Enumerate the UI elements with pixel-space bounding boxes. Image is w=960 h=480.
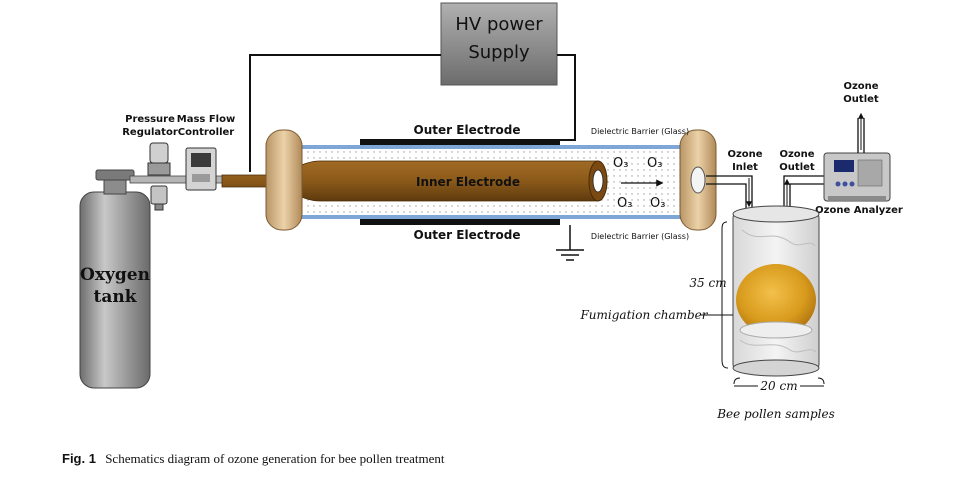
dielectric-barrier-bottom bbox=[300, 215, 690, 219]
ozone-tubing bbox=[706, 175, 828, 210]
ozone-symbol-4: O₃ bbox=[650, 196, 665, 211]
fumigation-chamber-label: Fumigation chamber bbox=[579, 308, 708, 322]
oxygen-tank: Oxygen tank bbox=[79, 169, 151, 389]
pressure-regulator-label-line2: Regulator bbox=[122, 127, 178, 138]
dielectric-top-label: Dielectric Barrier (Glass) bbox=[591, 127, 689, 136]
hv-supply-label-line1: HV power bbox=[455, 14, 543, 35]
mass-flow-controller: Mass Flow Controller bbox=[177, 114, 235, 191]
ozone-symbol-3: O₃ bbox=[617, 196, 632, 211]
oxygen-tank-label-line2: tank bbox=[93, 287, 137, 307]
ozone-symbol-1: O₃ bbox=[613, 156, 628, 171]
ozone-symbols: O₃ O₃ O₃ O₃ bbox=[613, 156, 665, 211]
outer-electrode-top-label: Outer Electrode bbox=[414, 123, 521, 137]
chamber-height-label: 35 cm bbox=[689, 276, 726, 290]
outer-electrode-bottom bbox=[360, 219, 560, 225]
mass-flow-controller-label-line1: Mass Flow bbox=[177, 114, 235, 125]
bowl bbox=[739, 321, 813, 339]
right-end-cap bbox=[679, 129, 717, 231]
hv-wires bbox=[249, 54, 576, 172]
pressure-regulator-label-line1: Pressure bbox=[125, 114, 175, 125]
outer-electrode-bottom-label: Outer Electrode bbox=[414, 228, 521, 242]
chamber-dimensions bbox=[700, 221, 825, 387]
ozone-analyzer-label: Ozone Analyzer bbox=[815, 205, 903, 216]
bee-pollen-samples-label: Bee pollen samples bbox=[716, 407, 835, 421]
dielectric-barrier-top bbox=[300, 145, 690, 149]
ozone-outlet-chamber-label-line2: Outlet bbox=[779, 162, 815, 173]
left-end-cap bbox=[265, 129, 303, 231]
figure-caption-text: Schematics diagram of ozone generation f… bbox=[105, 451, 445, 466]
chamber-width-label: 20 cm bbox=[759, 379, 797, 393]
outer-electrode-top bbox=[360, 139, 560, 145]
ground-symbol bbox=[556, 225, 584, 261]
ozone-outlet-analyzer-label-line1: Ozone bbox=[843, 81, 878, 92]
figure-caption: Fig. 1 Schematics diagram of ozone gener… bbox=[62, 451, 445, 467]
pressure-regulator: Pressure Regulator bbox=[122, 114, 178, 211]
bee-pollen-pile bbox=[736, 264, 816, 336]
ozone-symbol-2: O₃ bbox=[647, 156, 662, 171]
fumigation-chamber bbox=[732, 205, 820, 377]
analyzer-outlet: Ozone Outlet bbox=[843, 81, 879, 153]
figure-number: Fig. 1 bbox=[62, 451, 96, 466]
ozone-outlet-analyzer-label-line2: Outlet bbox=[843, 94, 879, 105]
ozone-analyzer: Ozone Analyzer bbox=[815, 152, 903, 216]
oxygen-tank-label-line1: Oxygen bbox=[80, 265, 150, 285]
mass-flow-controller-label-line2: Controller bbox=[178, 127, 235, 138]
dielectric-bottom-label: Dielectric Barrier (Glass) bbox=[591, 232, 689, 241]
ozone-inlet-label-line2: Inlet bbox=[732, 162, 758, 173]
ozone-inlet-label-line1: Ozone bbox=[727, 149, 762, 160]
inner-electrode-label: Inner Electrode bbox=[416, 175, 520, 189]
hv-supply-label-line2: Supply bbox=[468, 42, 530, 63]
hv-power-supply: HV power Supply bbox=[440, 2, 558, 86]
ozone-outlet-chamber-label-line1: Ozone bbox=[779, 149, 814, 160]
